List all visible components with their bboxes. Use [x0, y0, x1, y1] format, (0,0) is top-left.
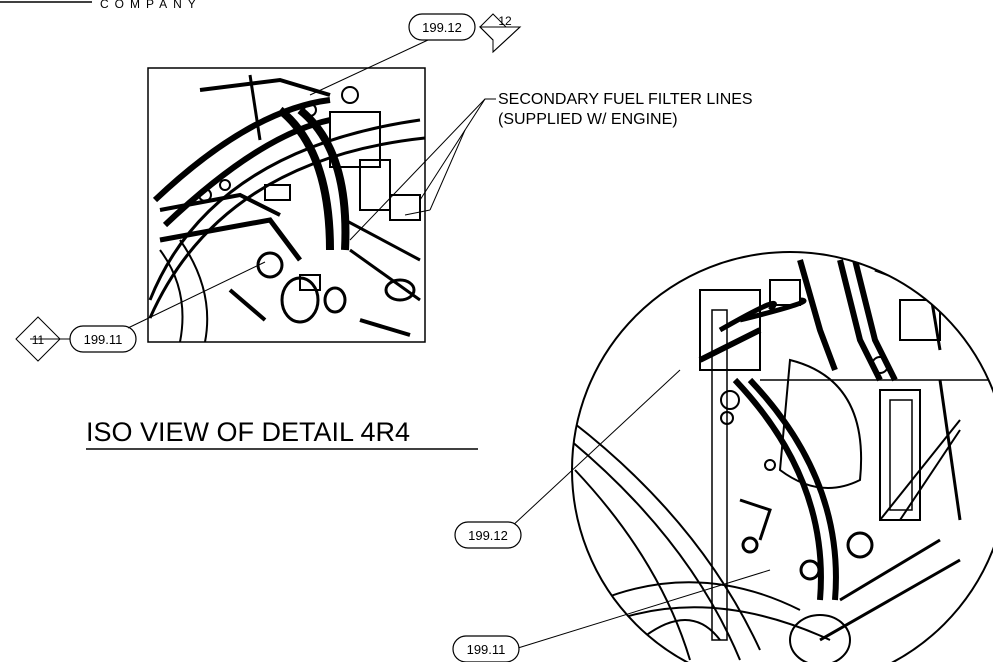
callout-label: 199.11	[467, 642, 506, 657]
callout-199-12-circle: 199.12	[454, 369, 681, 549]
callout-199-11-left: 199.11	[69, 261, 266, 353]
callout-label: 199.12	[468, 528, 508, 543]
company-name: COMPANY	[100, 0, 202, 11]
flag-11: 11	[15, 316, 70, 362]
flag-label: 11	[32, 333, 45, 347]
note-leader-3	[429, 129, 466, 211]
note-leader-1	[419, 98, 496, 201]
note-line-2: (SUPPLIED W/ ENGINE)	[498, 111, 678, 128]
note-leader-2	[349, 98, 486, 241]
flag-label: 12	[498, 14, 512, 28]
note-leader-4	[404, 209, 431, 216]
callout-label: 199.11	[84, 332, 123, 347]
callout-label: 199.12	[422, 20, 462, 35]
detail-view-rect: 199.12 12 199.11 11	[15, 13, 522, 362]
note-line-1: SECONDARY FUEL FILTER LINES	[498, 91, 753, 108]
detail-view-linework	[148, 74, 425, 342]
circle-view-linework	[572, 259, 992, 662]
view-title: ISO VIEW OF DETAIL 4R4	[86, 417, 410, 447]
callout-199-12-top: 199.12	[309, 13, 476, 96]
detail-view-circle: 199.12 199.11	[452, 251, 993, 662]
flag-12: 12	[478, 13, 522, 54]
callout-199-11-circle: 199.11	[452, 569, 771, 662]
